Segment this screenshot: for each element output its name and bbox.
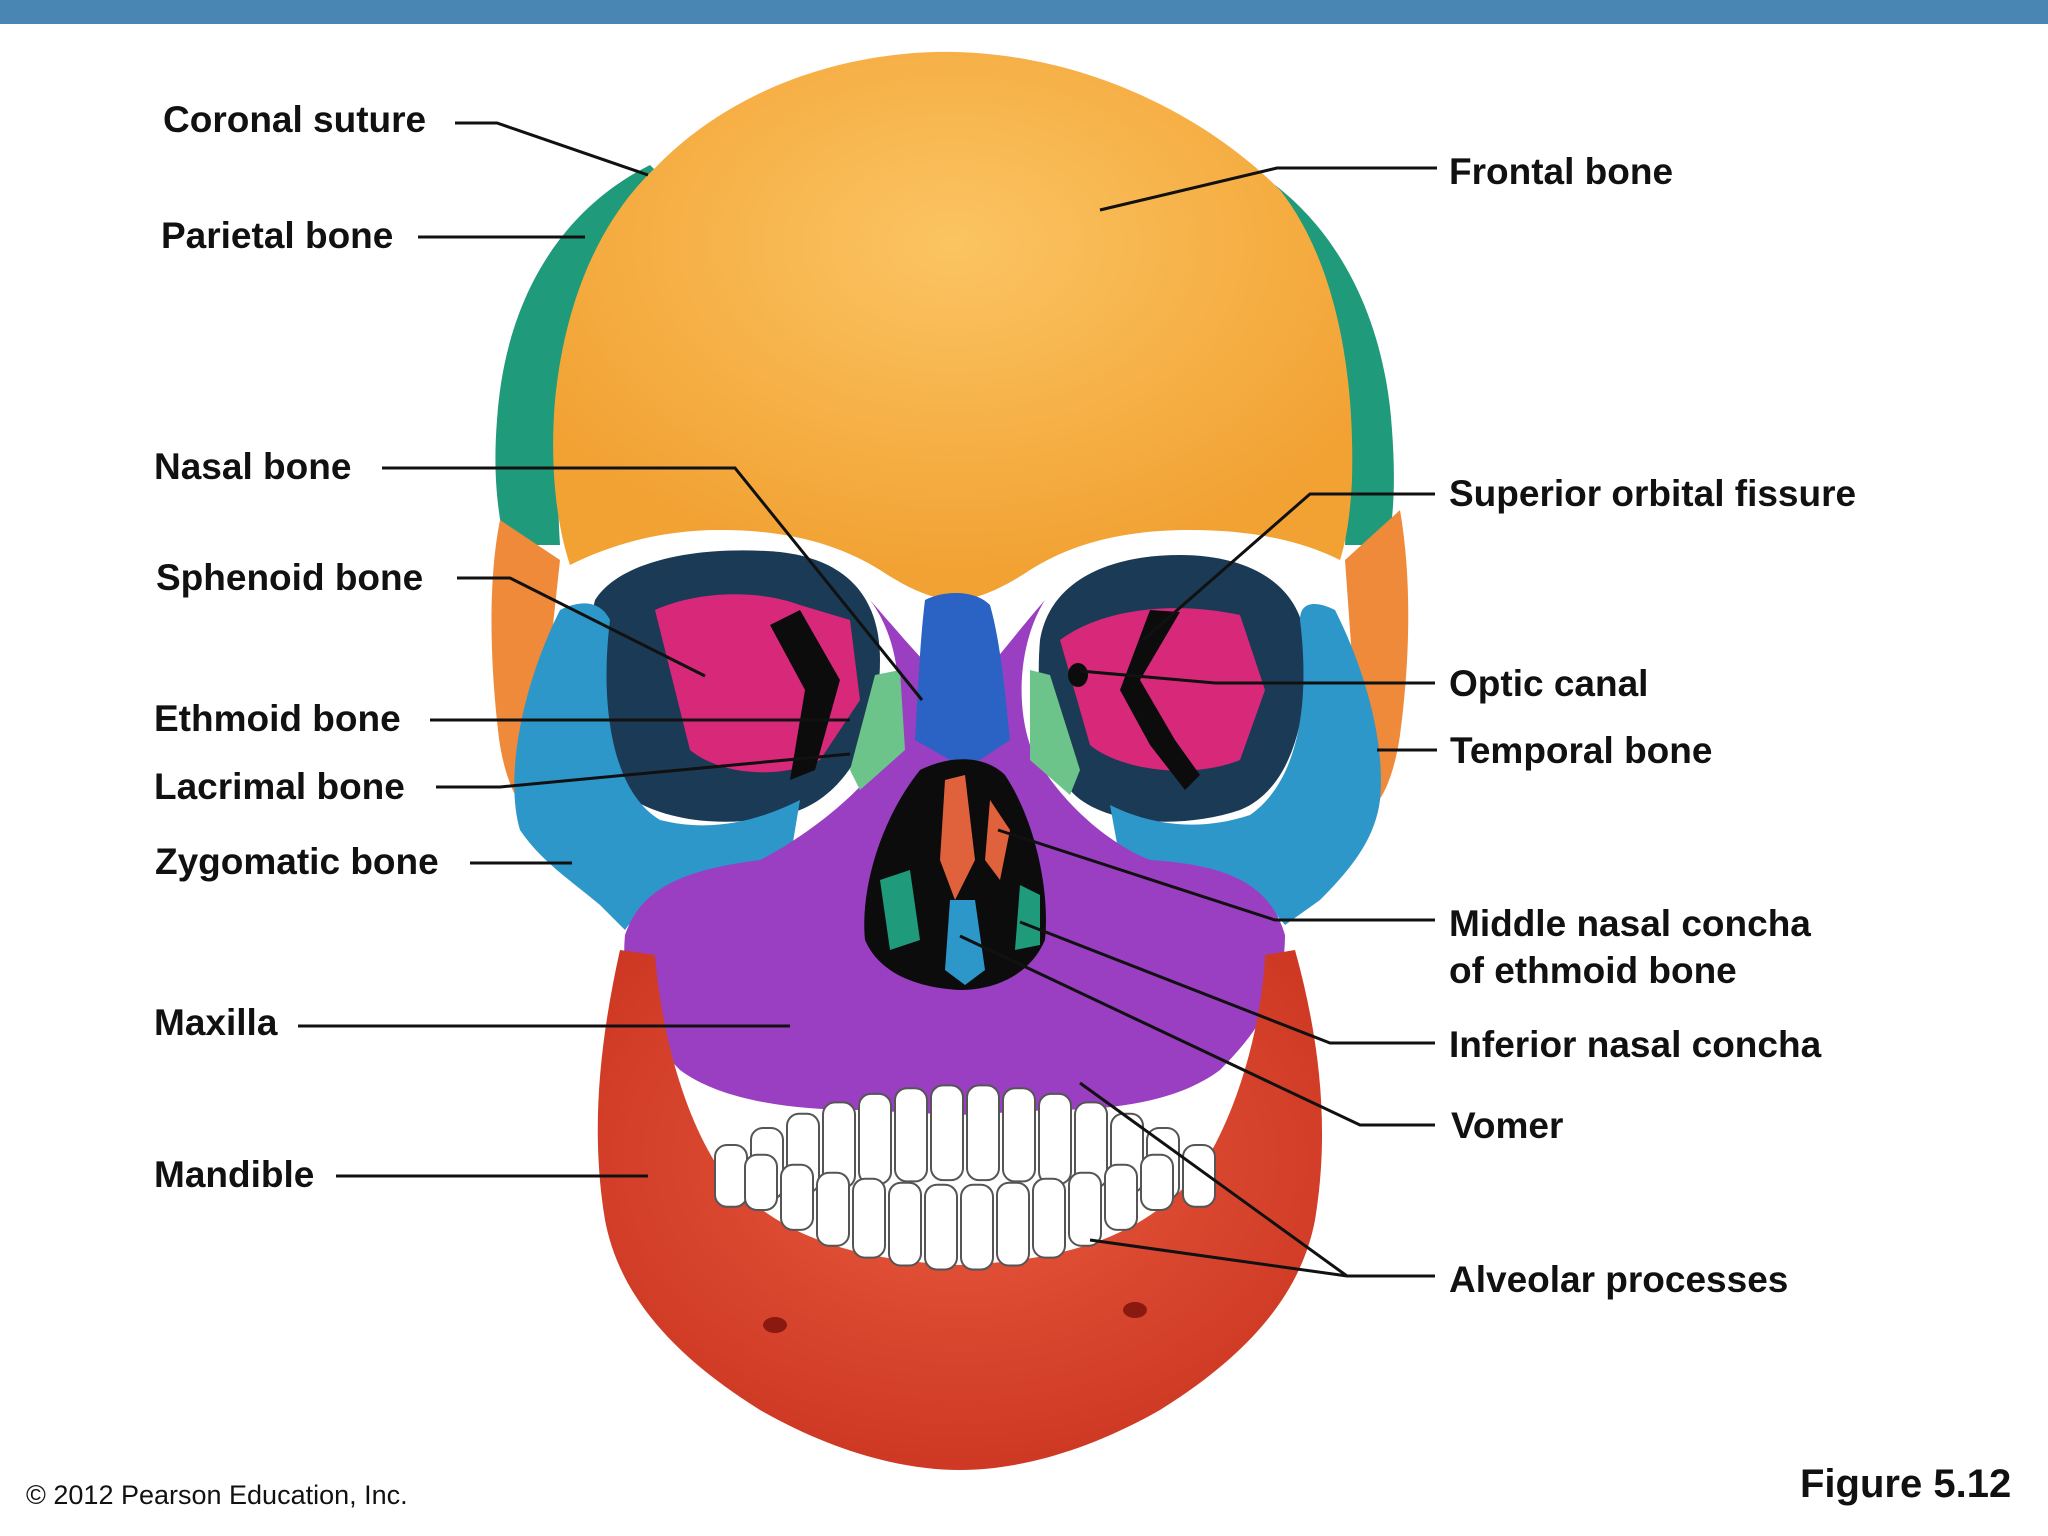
superior-orbital-fissure-right-shape bbox=[1120, 610, 1200, 790]
inferior-nasal-concha-left-shape bbox=[880, 870, 920, 950]
parietal-bone-left-shape bbox=[495, 165, 655, 545]
tooth bbox=[1002, 1087, 1036, 1183]
label-ethmoid-bone: Ethmoid bone bbox=[154, 698, 401, 739]
ethmoid-bone-right-shape bbox=[1030, 670, 1080, 795]
temporal-bone-left-shape bbox=[491, 520, 560, 810]
label-alveolar-processes: Alveolar processes bbox=[1449, 1259, 1789, 1300]
lower-teeth bbox=[744, 1153, 1174, 1271]
leader-lines bbox=[298, 121, 1437, 1278]
mandible-shape bbox=[597, 950, 1323, 1470]
inferior-nasal-concha-right-shape bbox=[1015, 885, 1040, 950]
tooth bbox=[816, 1171, 850, 1247]
mental-foramen-left bbox=[763, 1317, 787, 1333]
label-middle-nasal-concha: Middle nasal concha bbox=[1449, 903, 1811, 944]
label-inferior-nasal-concha: Inferior nasal concha bbox=[1449, 1024, 1822, 1065]
parietal-bone-right-shape bbox=[1270, 185, 1394, 545]
superior-orbital-fissure-left-shape bbox=[770, 610, 840, 780]
label-frontal-bone: Frontal bone bbox=[1449, 151, 1674, 192]
frontal-bone-shape bbox=[553, 51, 1353, 600]
label-zygomatic-bone: Zygomatic bone bbox=[155, 841, 439, 882]
leader-alveolar-lower bbox=[1089, 1238, 1435, 1278]
label-sphenoid-bone: Sphenoid bone bbox=[156, 557, 424, 598]
ethmoid-bone-left-shape bbox=[850, 670, 905, 790]
leader-coronal-suture bbox=[455, 121, 649, 177]
tooth bbox=[714, 1144, 748, 1208]
tooth bbox=[858, 1092, 892, 1185]
label-lacrimal-bone: Lacrimal bone bbox=[154, 766, 405, 807]
tooth bbox=[1068, 1171, 1102, 1247]
label-optic-canal: Optic canal bbox=[1449, 663, 1649, 704]
zygomatic-bone-left-shape bbox=[514, 603, 800, 930]
leader-optic-canal bbox=[1079, 669, 1435, 685]
optic-canal-right-shape bbox=[1068, 663, 1088, 687]
label-superior-orbital-fissure: Superior orbital fissure bbox=[1449, 473, 1857, 514]
tooth bbox=[996, 1181, 1030, 1267]
tooth bbox=[924, 1183, 958, 1271]
tooth bbox=[744, 1153, 778, 1211]
tooth bbox=[1140, 1153, 1174, 1211]
tooth bbox=[780, 1163, 814, 1231]
sphenoid-bone-right-shape bbox=[1060, 608, 1265, 771]
label-nasal-bone: Nasal bone bbox=[154, 446, 352, 487]
tooth bbox=[1104, 1163, 1138, 1231]
figure-number: Figure 5.12 bbox=[1800, 1462, 2012, 1506]
tooth bbox=[1032, 1177, 1066, 1259]
leader-lacrimal-bone bbox=[436, 752, 851, 789]
tooth bbox=[852, 1177, 886, 1259]
tooth bbox=[894, 1087, 928, 1183]
temporal-bone-right-shape bbox=[1345, 510, 1409, 805]
tooth bbox=[888, 1181, 922, 1267]
middle-nasal-concha-shape bbox=[940, 775, 975, 900]
leader-frontal-bone bbox=[1099, 166, 1437, 212]
label-vomer: Vomer bbox=[1451, 1105, 1564, 1146]
leader-inferior-nasal-concha bbox=[1019, 920, 1435, 1045]
middle-nasal-concha-right-shape bbox=[985, 800, 1010, 880]
leader-alveolar-upper bbox=[1079, 1081, 1348, 1278]
label-coronal-suture: Coronal suture bbox=[163, 99, 427, 140]
tooth bbox=[1182, 1144, 1216, 1208]
leader-sphenoid-bone bbox=[457, 576, 706, 678]
upper-teeth bbox=[714, 1084, 1216, 1208]
leader-middle-nasal-concha bbox=[997, 828, 1435, 922]
copyright-notice: © 2012 Pearson Education, Inc. bbox=[26, 1480, 408, 1510]
tooth bbox=[966, 1084, 1000, 1182]
leader-nasal-bone bbox=[382, 466, 924, 701]
label-middle-nasal-concha-2: of ethmoid bone bbox=[1449, 950, 1737, 991]
label-maxilla: Maxilla bbox=[154, 1002, 278, 1043]
leader-vomer bbox=[959, 934, 1435, 1127]
label-temporal-bone: Temporal bone bbox=[1450, 730, 1713, 771]
label-mandible: Mandible bbox=[154, 1154, 315, 1195]
mental-foramen-right bbox=[1123, 1302, 1147, 1318]
tooth bbox=[960, 1183, 994, 1271]
label-parietal-bone: Parietal bone bbox=[161, 215, 394, 256]
tooth bbox=[1038, 1092, 1072, 1185]
nasal-bone-shape bbox=[915, 593, 1010, 760]
tooth bbox=[930, 1084, 964, 1182]
leader-superior-orbital-fissure bbox=[1142, 492, 1435, 642]
top-bar bbox=[0, 0, 2048, 24]
vomer-shape bbox=[945, 900, 985, 985]
